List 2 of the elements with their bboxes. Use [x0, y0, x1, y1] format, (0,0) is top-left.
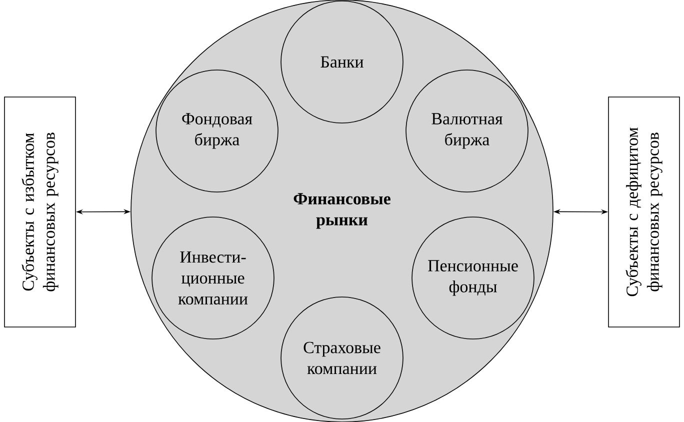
text-box: Субъекты с дефицитом финансовых ресурсов [608, 96, 680, 328]
text-box: Субъекты с избытком финансовых ресурсов [4, 96, 76, 328]
